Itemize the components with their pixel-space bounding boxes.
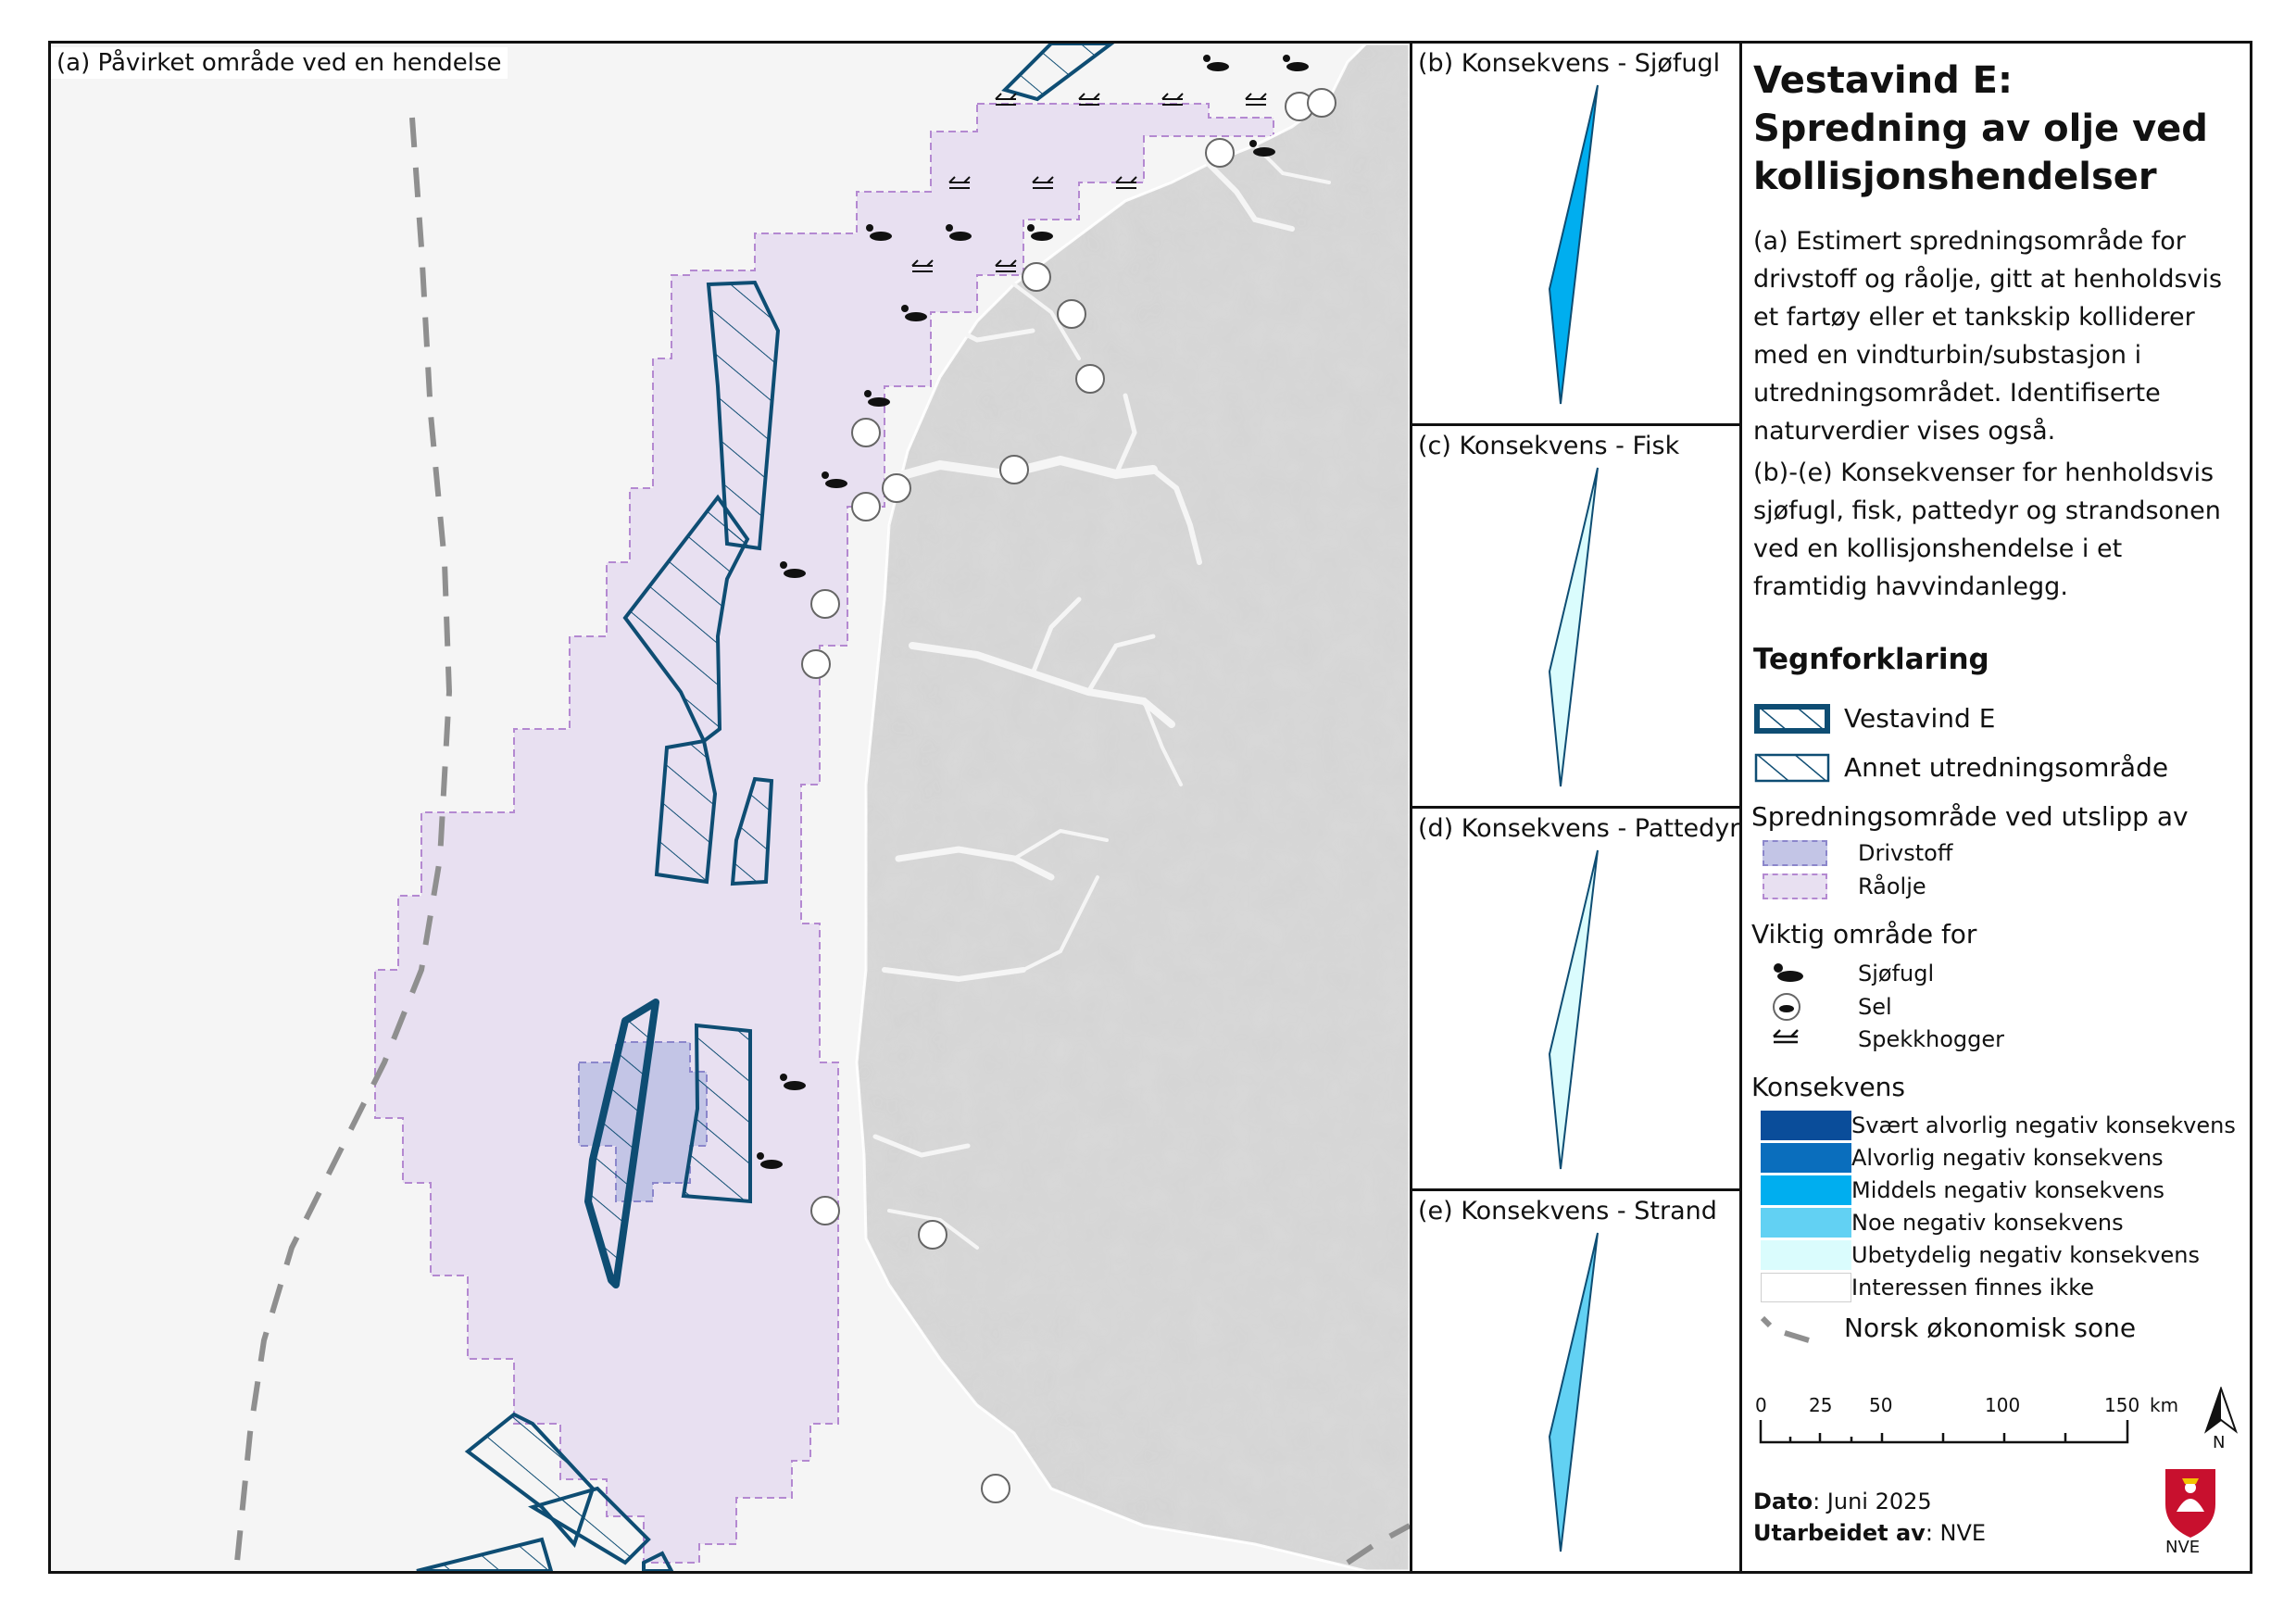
orca-icon	[1773, 1029, 1799, 1044]
divider-cd	[1410, 806, 1742, 809]
consequence-label-4: Ubetydelig negativ konsekvens	[1851, 1242, 2200, 1268]
raolje-swatch	[1763, 873, 1827, 899]
map-title: Vestavind E: Spredning av olje ved kolli…	[1753, 59, 2208, 198]
consequence-label-2: Middels negativ konsekvens	[1851, 1177, 2165, 1203]
eez-line	[233, 117, 453, 1571]
divider-bc	[1410, 423, 1742, 426]
panel-e: (e) Konsekvens - Strand	[1412, 1191, 1739, 1571]
date-label: Dato	[1753, 1489, 1813, 1514]
other-study-areas	[416, 44, 1115, 1571]
legend-drivstoff-label: Drivstoff	[1858, 840, 1953, 866]
north-label: N	[2213, 1433, 2226, 1452]
panel-d-label: (d) Konsekvens - Pattedyr	[1414, 814, 1739, 843]
legend-spekkhogger-label: Spekkhogger	[1858, 1026, 2005, 1052]
pattedyr-consequence-area	[1548, 849, 1599, 1170]
panel-c-shape	[1548, 467, 1599, 787]
eez-icon	[1760, 1315, 1810, 1343]
main-map-panel: (a) Påvirket område ved en hendelse	[51, 44, 1410, 1571]
scale-tick-0: 0	[1755, 1394, 1767, 1416]
panel-e-shape	[1548, 1232, 1599, 1552]
nve-shield-icon	[2165, 1469, 2215, 1538]
panel-b-shape	[1548, 84, 1599, 405]
date-value: : Juni 2025	[1813, 1489, 1932, 1514]
other-area-swatch	[1754, 753, 1830, 783]
seal-icon	[1773, 993, 1800, 1021]
legend-sjofugl-label: Sjøfugl	[1858, 961, 1935, 986]
legend-heading: Tegnforklaring	[1753, 643, 1989, 676]
consequence-label-0: Svært alvorlig negativ konsekvens	[1851, 1112, 2236, 1138]
nve-logo-text: NVE	[2165, 1538, 2201, 1557]
consequence-swatch-5	[1761, 1273, 1851, 1302]
consequence-label-3: Noe negativ konsekvens	[1851, 1210, 2124, 1236]
north-arrow-icon	[2203, 1387, 2239, 1434]
panel-b-label: (b) Konsekvens - Sjøfugl	[1414, 49, 1725, 78]
spread-heading: Spredningsområde ved utslipp av	[1751, 801, 2189, 832]
orca-markers	[911, 93, 1267, 272]
consequence-label-1: Alvorlig negativ konsekvens	[1851, 1145, 2164, 1171]
seabird-markers	[757, 55, 1309, 1169]
scale-tick-150: 150	[2104, 1394, 2140, 1416]
consequence-swatch-2	[1761, 1175, 1851, 1205]
drivstoff-swatch	[1763, 840, 1827, 866]
date-line: Dato: Juni 2025	[1753, 1489, 1932, 1514]
consequence-heading: Konsekvens	[1751, 1072, 1906, 1102]
legend-raolje-label: Råolje	[1858, 873, 1926, 899]
scale-tick-25: 25	[1809, 1394, 1833, 1416]
consequence-swatch-3	[1761, 1208, 1851, 1238]
panel-c: (c) Konsekvens - Fisk	[1412, 426, 1739, 806]
consequence-swatch-4	[1761, 1240, 1851, 1270]
scale-tick-100: 100	[1985, 1394, 2021, 1416]
main-map	[51, 44, 1410, 1571]
legend-panel: Vestavind E: Spredning av olje ved kolli…	[1742, 44, 2250, 1571]
legend-eez-label: Norsk økonomisk sone	[1844, 1313, 2137, 1343]
scale-bar	[1759, 1420, 2129, 1444]
author-value: : NVE	[1925, 1520, 1987, 1546]
panel-d: (d) Konsekvens - Pattedyr	[1412, 809, 1739, 1188]
panel-c-label: (c) Konsekvens - Fisk	[1414, 432, 1684, 460]
scale-tick-50: 50	[1869, 1394, 1893, 1416]
divider-de	[1410, 1188, 1742, 1191]
consequence-label-5: Interessen finnes ikke	[1851, 1275, 2094, 1301]
author-line: Utarbeidet av: NVE	[1753, 1520, 1986, 1546]
description-be: (b)-(e) Konsekvenser for henholdsvis sjø…	[1753, 459, 2221, 601]
fjords	[872, 144, 1331, 1250]
seabird-icon	[1774, 963, 1803, 982]
fisk-consequence-area	[1548, 467, 1599, 787]
strand-consequence-area	[1548, 1232, 1599, 1552]
important-heading: Viktig område for	[1751, 919, 1977, 949]
seal-markers	[801, 88, 1336, 1503]
legend-other-area-label: Annet utredningsområde	[1844, 752, 2169, 783]
author-label: Utarbeidet av	[1753, 1520, 1926, 1546]
vestavind-e-swatch	[1754, 704, 1830, 734]
vestavind-e-area	[584, 999, 659, 1288]
panel-b: (b) Konsekvens - Sjøfugl	[1412, 44, 1739, 423]
panel-a-label: (a) Påvirket område ved en hendelse	[51, 47, 508, 79]
consequence-swatch-1	[1761, 1143, 1851, 1173]
legend-vestavind-e-label: Vestavind E	[1844, 703, 1996, 734]
description-a: (a) Estimert spredningsområde for drivst…	[1753, 227, 2223, 446]
panel-e-label: (e) Konsekvens - Strand	[1414, 1197, 1721, 1225]
eez-line-south	[1346, 1523, 1410, 1565]
scale-unit: km	[2150, 1394, 2179, 1416]
legend-sel-label: Sel	[1858, 994, 1892, 1020]
panel-d-shape	[1548, 849, 1599, 1170]
nve-logo: NVE	[2162, 1465, 2219, 1558]
sjofugl-consequence-area	[1548, 84, 1599, 405]
consequence-swatch-0	[1761, 1111, 1851, 1140]
